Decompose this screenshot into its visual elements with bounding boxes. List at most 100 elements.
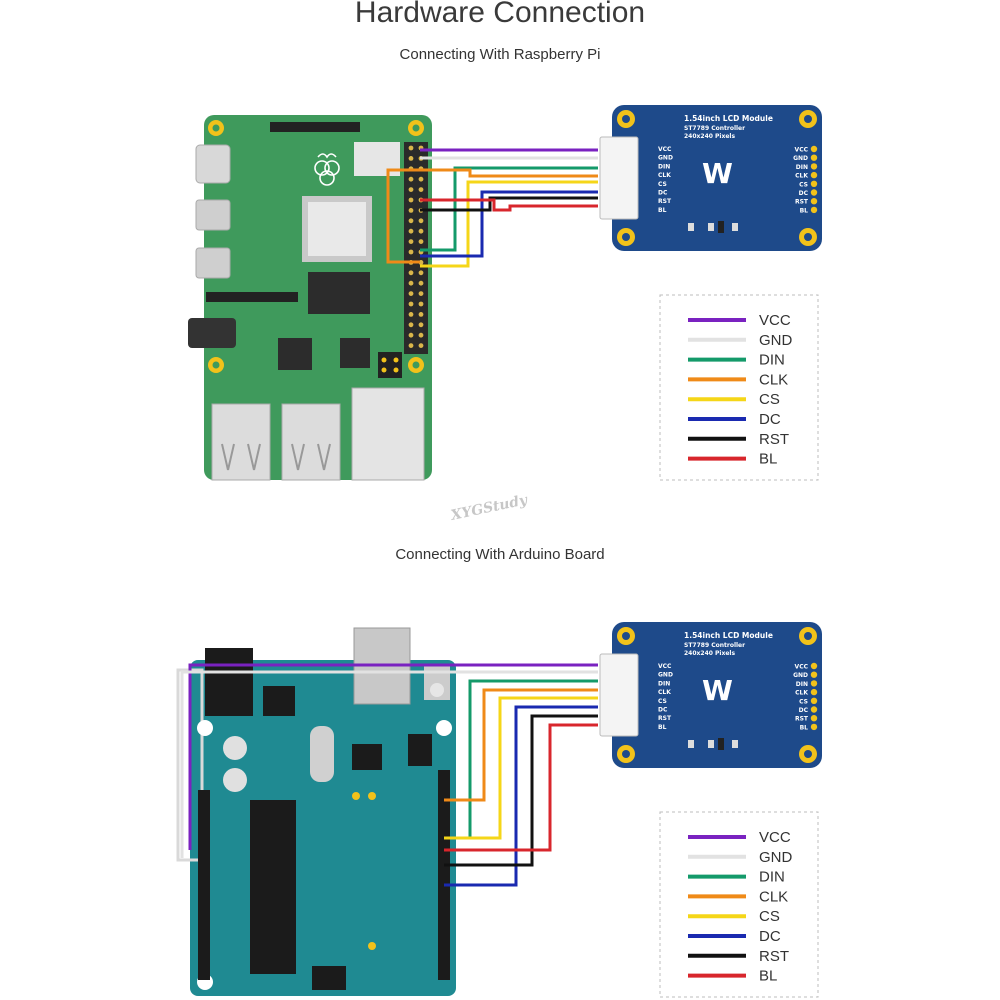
- gpio-pin: [408, 156, 414, 161]
- pin-label: CS: [658, 181, 667, 188]
- gpio-pin: [408, 239, 414, 245]
- legend-label: DIN: [759, 352, 785, 369]
- pin-label: DC: [658, 707, 668, 714]
- pin-label: RST: [795, 199, 809, 206]
- pin-pad-icon: [810, 697, 818, 704]
- pin-pad-icon: [810, 189, 818, 196]
- pin-label: CLK: [795, 690, 808, 697]
- legend-label: GND: [759, 849, 793, 866]
- raspberry-pi-board: [188, 115, 432, 481]
- lcd-resolution-label: 240x240 Pixels: [684, 650, 735, 657]
- pin-label: VCC: [658, 146, 672, 153]
- gpio-pin: [408, 187, 414, 193]
- pin-pad-icon: [810, 706, 818, 713]
- arduino-board: [176, 627, 456, 996]
- gpio-pin: [418, 280, 424, 286]
- gpio-pin: [408, 291, 414, 296]
- pin-label: RST: [795, 716, 809, 723]
- gpio-pin: [408, 218, 414, 224]
- pin-label: DIN: [796, 681, 808, 688]
- pin-pad-icon: [810, 680, 818, 687]
- legend-label: CLK: [759, 888, 788, 905]
- pin-label: VCC: [795, 147, 809, 154]
- gpio-pin: [408, 208, 414, 213]
- pin-label: DC: [799, 190, 809, 197]
- pin-pad-icon: [810, 688, 818, 696]
- pin-label: VCC: [795, 664, 809, 671]
- gpio-pin: [418, 301, 424, 307]
- pin-pad-icon: [810, 206, 818, 214]
- pin-label: BL: [800, 207, 809, 214]
- pin-pad-icon: [810, 723, 818, 731]
- page-title: Hardware Connection: [354, 0, 646, 29]
- pin-label: BL: [800, 724, 809, 731]
- pin-label: CS: [799, 698, 808, 705]
- pin-label: VCC: [658, 663, 672, 670]
- pin-label: GND: [793, 155, 808, 162]
- pin-label: GND: [658, 672, 673, 679]
- legend-label: CS: [759, 908, 780, 925]
- pin-label: DIN: [658, 680, 670, 687]
- pin-label: GND: [658, 155, 673, 162]
- legend-label: CLK: [759, 371, 788, 388]
- pin-label: CS: [658, 698, 667, 705]
- gpio-pin: [408, 249, 414, 255]
- lcd-controller-label: ST7789 Controller: [684, 642, 745, 649]
- gpio-pin: [408, 145, 414, 151]
- gpio-pin: [408, 176, 414, 182]
- pin-label: RST: [658, 715, 672, 722]
- pin-pad-icon: [810, 145, 818, 153]
- legend-label: CS: [759, 391, 780, 408]
- arduino-wires: [180, 663, 598, 887]
- legend-label: DC: [759, 411, 781, 428]
- legend-label: DIN: [759, 869, 785, 886]
- gpio-pin: [408, 332, 414, 338]
- pin-label: DIN: [796, 164, 808, 171]
- subtitle-raspberry-pi: Connecting With Raspberry Pi: [399, 46, 601, 63]
- lcd-resolution-label: 240x240 Pixels: [684, 133, 735, 140]
- pin-label: CLK: [658, 172, 671, 179]
- waveshare-logo-icon: W: [702, 157, 733, 190]
- lcd-module-arduino[interactable]: 1.54inch LCD Module ST7789 Controller 24…: [599, 622, 822, 768]
- pin-pad-icon: [810, 180, 818, 187]
- pin-label: DC: [799, 707, 809, 714]
- legend-label: BL: [759, 968, 777, 985]
- gpio-pin: [408, 322, 414, 328]
- gpio-pin: [418, 218, 424, 224]
- raspberry-logo-icon: [314, 153, 340, 186]
- legend-label: VCC: [759, 829, 791, 846]
- watermark: XYGStudy: [449, 492, 530, 524]
- lcd-module-raspberry-pi[interactable]: 1.54inch LCD Module ST7789 Controller 24…: [599, 105, 822, 251]
- pin-label: DIN: [658, 163, 670, 170]
- legend-label: VCC: [759, 312, 791, 329]
- gpio-pin: [418, 176, 424, 182]
- gpio-pin: [418, 228, 424, 234]
- gpio-pin: [418, 332, 424, 338]
- gpio-pin: [418, 322, 424, 328]
- gpio-pin: [418, 343, 424, 348]
- gpio-pin: [408, 270, 414, 276]
- legend-label: RST: [759, 948, 789, 965]
- pin-pad-icon: [810, 198, 818, 205]
- pin-pad-icon: [810, 171, 818, 179]
- lcd-controller-label: ST7789 Controller: [684, 125, 745, 132]
- pin-pad-icon: [810, 154, 818, 161]
- gpio-pin: [408, 301, 414, 307]
- pin-label: DC: [658, 190, 668, 197]
- gpio-pin: [408, 228, 414, 234]
- waveshare-logo-icon: W: [702, 674, 733, 707]
- legend-label: GND: [759, 332, 793, 349]
- pin-label: RST: [658, 198, 672, 205]
- gpio-pin: [408, 343, 414, 348]
- pin-pad-icon: [810, 662, 818, 670]
- pin-pad-icon: [810, 715, 818, 722]
- pin-label: CS: [799, 181, 808, 188]
- gpio-header[interactable]: [404, 142, 428, 354]
- gpio-pin: [418, 270, 424, 276]
- legend-label: DC: [759, 928, 781, 945]
- gpio-pin: [408, 312, 414, 317]
- legend-label: RST: [759, 431, 789, 448]
- lcd-module-name: 1.54inch LCD Module: [684, 631, 773, 640]
